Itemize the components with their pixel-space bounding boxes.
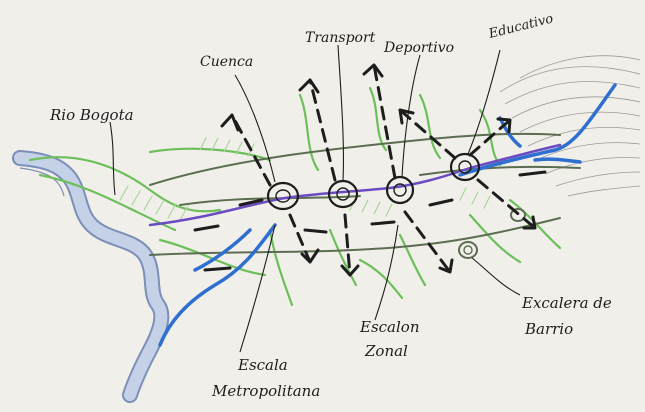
label-escala-line2: Metropolitana bbox=[211, 382, 320, 400]
label-excalera-line1: Excalera de bbox=[521, 294, 612, 312]
label-deportivo: Deportivo bbox=[383, 40, 454, 56]
label-excalera-line2: Barrio bbox=[524, 320, 573, 338]
label-escalon-line1: Escalon bbox=[359, 318, 419, 336]
label-escala-line1: Escala bbox=[237, 356, 288, 374]
label-transporte: Transport bbox=[305, 30, 376, 46]
label-escalon-line2: Zonal bbox=[364, 342, 408, 360]
label-cuenca: Cuenca bbox=[200, 54, 253, 70]
label-rio-bogota: Rio Bogota bbox=[49, 106, 134, 124]
